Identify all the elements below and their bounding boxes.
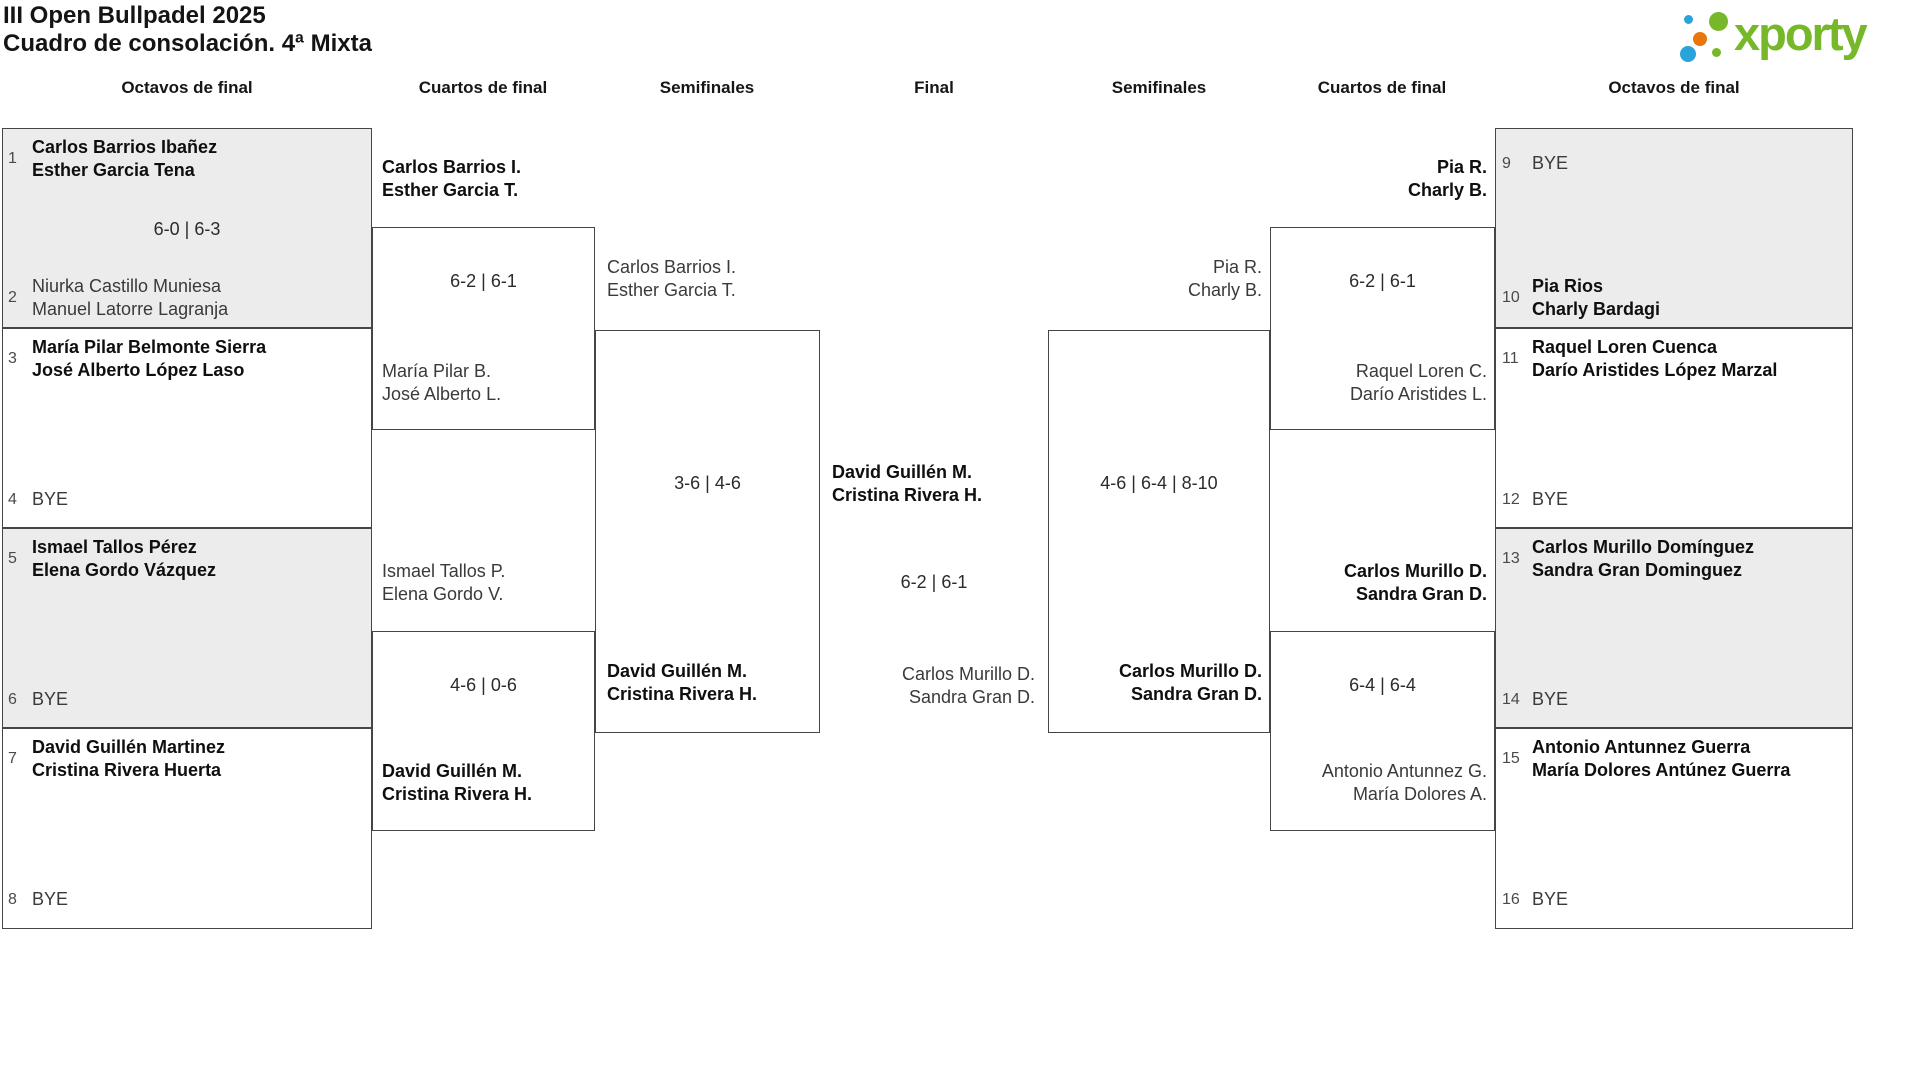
draw-name: Cuadro de consolación. 4ª Mixta [3, 30, 372, 57]
round-header-cuartos-right: Cuartos de final [1317, 78, 1447, 97]
score-sf-left: 3-6 | 4-6 [674, 473, 741, 493]
qf-left-2-team-bottom: David Guillén M.Cristina Rivera H. [382, 761, 533, 804]
seed-number: 14 [1502, 690, 1520, 708]
seed-number: 4 [8, 490, 17, 508]
seed-number: 16 [1502, 890, 1520, 908]
match-box-r16-right-3 [1495, 528, 1853, 728]
final-team-left: David Guillén M.Cristina Rivera H. [832, 462, 983, 505]
sf-right-team-top: Pia R.Charly B. [1187, 257, 1262, 300]
qf-right-2-team-top: Carlos Murillo D.Sandra Gran D. [1343, 561, 1487, 604]
qf-left-1-team-top: Carlos Barrios I.Esther Garcia T. [382, 157, 522, 200]
seed-number: 6 [8, 690, 17, 708]
score-qf-right-1: 6-2 | 6-1 [1349, 271, 1416, 291]
seed-number: 13 [1502, 550, 1520, 567]
score-qf-right-2: 6-4 | 6-4 [1349, 675, 1416, 695]
score-qf-left-2: 4-6 | 0-6 [450, 675, 517, 695]
seed-number: 3 [8, 350, 17, 367]
logo-dot-orange-icon [1693, 32, 1707, 46]
score-qf-left-1: 6-2 | 6-1 [450, 271, 517, 291]
seed-number: 12 [1502, 490, 1520, 508]
bracket-entry-seed-12: 12 BYE [1502, 489, 1569, 509]
logo-dot-green-large-icon [1708, 11, 1728, 31]
bracket-entry-seed-16: 16 BYE [1502, 889, 1569, 909]
logo-wordmark: xporty [1734, 7, 1868, 60]
seed-number: 5 [8, 550, 17, 567]
match-box-r16-right-4 [1495, 728, 1853, 929]
bracket-entry-seed-9: 9 BYE [1502, 153, 1569, 173]
sf-left-team-bottom: David Guillén M.Cristina Rivera H. [607, 661, 758, 704]
seed-number: 2 [8, 289, 17, 306]
match-box-qf-right-2 [1270, 631, 1495, 831]
round-header-semis-left: Semifinales [659, 78, 755, 97]
round-header-octavos-left: Octavos de final [121, 78, 253, 97]
final-team-right: Carlos Murillo D.Sandra Gran D. [901, 664, 1035, 707]
xporty-logo[interactable]: xporty [1675, 5, 1920, 77]
page-title: III Open Bullpadel 2025 Cuadro de consol… [3, 2, 372, 58]
match-box-qf-left-1 [372, 227, 595, 430]
match-box-r16-left-1 [2, 128, 372, 328]
match-box-qf-left-2 [372, 631, 595, 831]
seed-number: 15 [1502, 750, 1520, 767]
tournament-name: III Open Bullpadel 2025 [3, 2, 266, 29]
bracket-entry-seed-8: 8 BYE [8, 889, 69, 909]
match-box-qf-right-1 [1270, 227, 1495, 430]
round-header-cuartos-left: Cuartos de final [418, 78, 548, 97]
match-box-sf-right [1048, 330, 1270, 733]
bracket-entry-seed-6: 6 BYE [8, 689, 69, 709]
qf-right-2-team-bottom: Antonio Antunnez G.María Dolores A. [1321, 761, 1487, 804]
seed-number: 1 [8, 150, 17, 167]
score-r16-left-1: 6-0 | 6-3 [153, 219, 221, 239]
seed-number: 9 [1502, 154, 1511, 172]
seed-number: 10 [1502, 289, 1520, 306]
sf-left-team-top: Carlos Barrios I.Esther Garcia T. [607, 257, 737, 300]
seed-number: 8 [8, 890, 17, 908]
match-box-r16-left-2 [2, 328, 372, 528]
bracket-entry-seed-4: 4 BYE [8, 489, 69, 509]
score-final: 6-2 | 6-1 [900, 572, 968, 592]
round-header-semis-right: Semifinales [1111, 78, 1207, 97]
qf-right-1-team-top: Pia R.Charly B. [1407, 157, 1487, 200]
sf-right-team-bottom: Carlos Murillo D.Sandra Gran D. [1118, 661, 1262, 704]
match-box-r16-right-1 [1495, 128, 1853, 328]
logo-dot-green-small-icon [1711, 47, 1721, 57]
score-sf-right: 4-6 | 6-4 | 8-10 [1100, 473, 1218, 493]
bracket-entry-seed-14: 14 BYE [1502, 689, 1569, 709]
seed-number: 11 [1502, 350, 1519, 367]
match-box-r16-left-4 [2, 728, 372, 929]
logo-dot-blue-large-icon [1680, 46, 1696, 62]
qf-left-1-team-bottom: María Pilar B.José Alberto L. [382, 361, 502, 404]
qf-right-1-team-bottom: Raquel Loren C.Darío Aristides L. [1349, 361, 1487, 404]
seed-number: 7 [8, 750, 17, 767]
logo-dot-blue-small-icon [1683, 14, 1693, 24]
match-box-r16-left-3 [2, 528, 372, 728]
round-header-final: Final [914, 78, 954, 97]
match-box-r16-right-2 [1495, 328, 1853, 528]
round-header-octavos-right: Octavos de final [1608, 78, 1740, 97]
qf-left-2-team-top: Ismael Tallos P.Elena Gordo V. [382, 561, 506, 604]
match-box-sf-left [595, 330, 820, 733]
